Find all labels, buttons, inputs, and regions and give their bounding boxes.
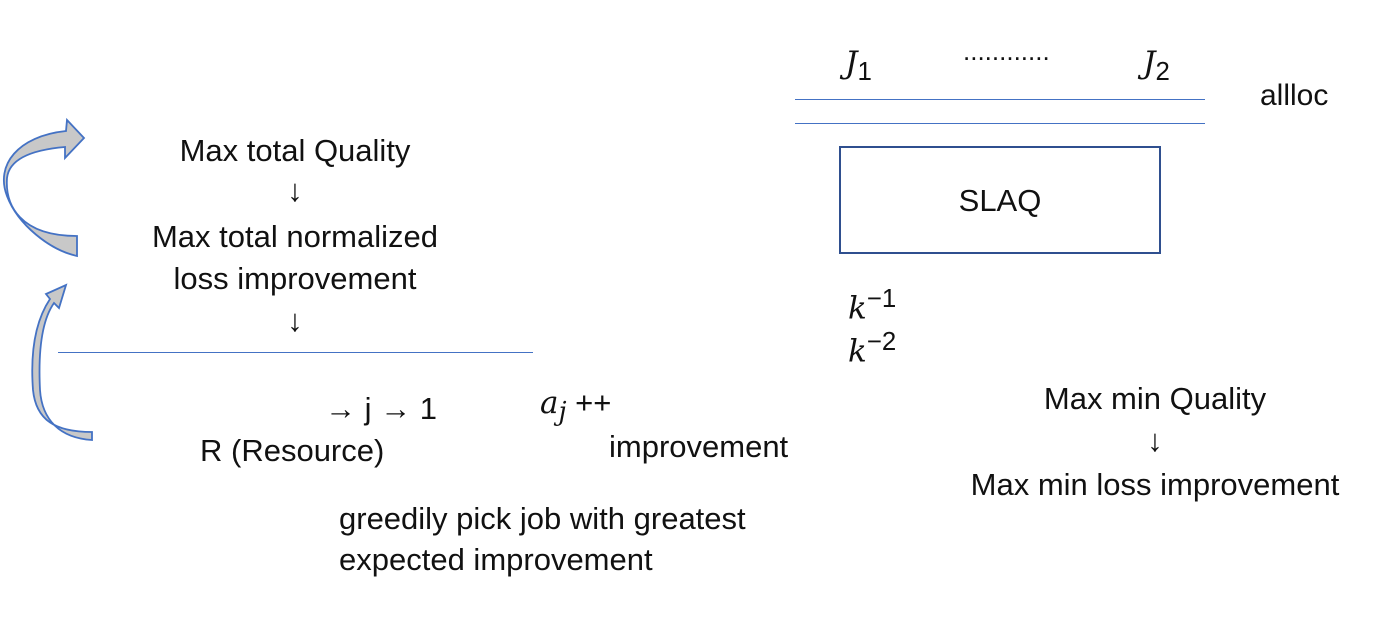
k-inverse-1: k−1 <box>848 284 896 328</box>
j2-sub: 2 <box>1155 58 1170 87</box>
down-arrow-1: ↓ <box>287 173 303 208</box>
job-dots: ............ <box>963 36 1050 66</box>
k1-var: k <box>848 290 867 327</box>
lower-curved-arrow-icon <box>31 283 93 441</box>
right-line-top <box>795 99 1205 100</box>
max-min-quality-label: Max min Quality <box>1043 381 1267 416</box>
k2-var: k <box>848 333 867 370</box>
j1-var: J <box>845 45 858 81</box>
k1-sup: −1 <box>866 285 897 313</box>
j1-sub: 1 <box>857 58 872 87</box>
upper-curved-arrow-icon <box>2 117 86 258</box>
j2-var: J <box>1143 45 1156 81</box>
max-min-loss-label: Max min loss improvement <box>970 467 1340 502</box>
job-j2: J2 <box>1143 44 1170 88</box>
a-sub: j <box>558 397 567 428</box>
max-total-normalized-label: Max total normalized <box>151 219 438 254</box>
down-arrow-right: ↓ <box>1147 423 1163 458</box>
a-var: a <box>540 385 559 421</box>
right-line-bottom <box>795 123 1205 124</box>
improvement-label: improvement <box>609 429 789 464</box>
k2-sup: −2 <box>866 328 897 356</box>
greedy-line-2: expected improvement <box>339 542 653 577</box>
max-total-quality-label: Max total Quality <box>179 133 411 168</box>
left-divider-line <box>58 352 533 353</box>
loss-improvement-label: loss improvement <box>173 261 417 296</box>
curved-arrows <box>2 117 93 441</box>
allloc-label: allloc <box>1260 79 1329 112</box>
down-arrow-2: ↓ <box>287 303 303 338</box>
slaq-box <box>839 146 1161 254</box>
k-inverse-2: k−2 <box>848 327 896 371</box>
resource-label: R (Resource) <box>200 433 385 468</box>
greedy-line-1: greedily pick job with greatest <box>339 501 746 536</box>
flow-label: → j → 1 <box>325 391 437 426</box>
a-inc: ++ <box>566 385 612 420</box>
job-j1: J1 <box>845 44 872 88</box>
a-j-increment: aj ++ <box>540 384 611 428</box>
slaq-label: SLAQ <box>958 183 1042 218</box>
